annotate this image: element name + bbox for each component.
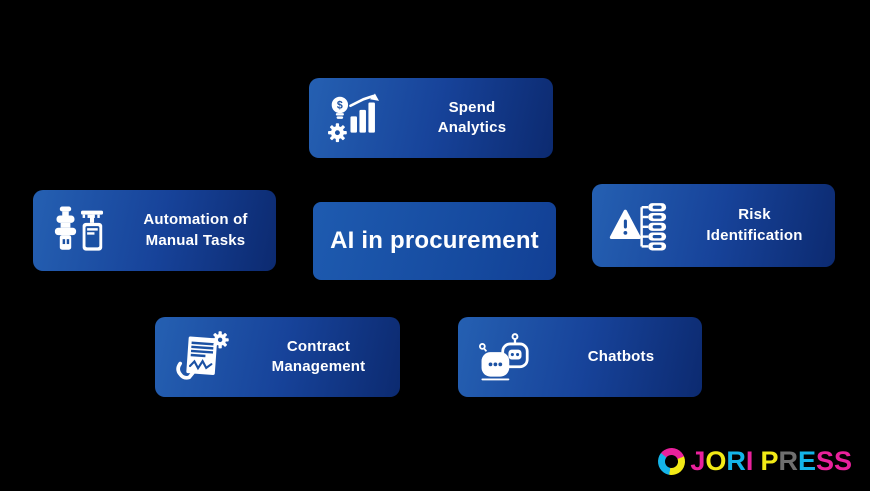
node-risk-identification: Risk Identification [592,184,835,267]
node-contract-management: Contract Management [155,317,400,397]
node-label-spend-analytics: Spend Analytics [437,98,507,136]
robot-arm-icon [33,203,129,259]
node-automation-of-manual-tasks: Automation of Manual Tasks [33,190,276,271]
node-label-automation: Automation of Manual Tasks [143,211,248,249]
node-label-risk-identification: Risk Identification [706,206,803,244]
svg-text:$: $ [337,100,343,112]
contract-document-gear-icon [155,329,251,385]
spend-analytics-icon: $ [309,90,405,146]
jori-press-swirl-icon [654,444,690,479]
center-node-label: AI in procurement [330,227,539,254]
node-label-contract-management: Contract Management [271,337,366,375]
risk-warning-hierarchy-icon [592,198,688,254]
chatbots-robot-icon [458,329,554,385]
center-node-ai-in-procurement: AI in procurement [313,202,556,280]
node-label-chatbots: Chatbots [587,347,655,365]
node-spend-analytics: $ Spend Analytic [309,78,553,158]
node-chatbots: Chatbots [458,317,702,397]
